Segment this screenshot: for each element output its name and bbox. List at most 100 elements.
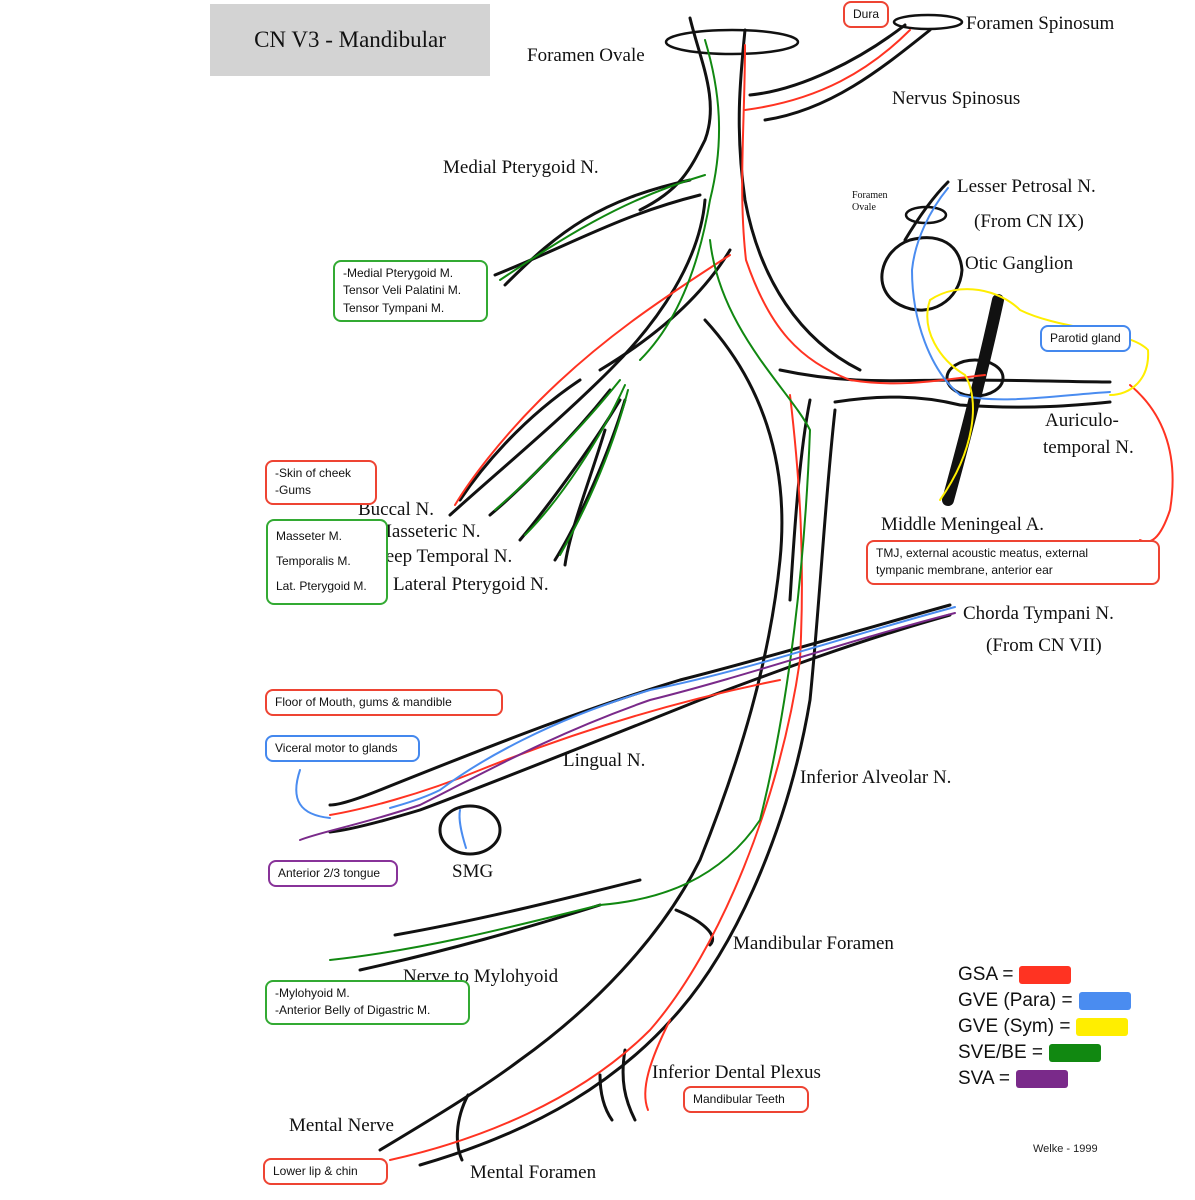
smg-ganglion [438,804,502,856]
box-anterior-tongue: Anterior 2/3 tongue [268,860,398,888]
sva-fibre-chorda [299,612,956,841]
legend-row-gve-para: GVE (Para) = [958,988,1131,1014]
box-medial-pterygoid-targets: -Medial Pterygoid M. Tensor Veli Palatin… [333,260,488,323]
legend: GSA = GVE (Para) = GVE (Sym) = SVE/BE = … [958,962,1131,1092]
otic-ganglion-outline [880,236,964,312]
box-mylohyoid: -Mylohyoid M. -Anterior Belly of Digastr… [265,980,470,1025]
label-inferior-alveolar-n: Inferior Alveolar N. [800,767,952,788]
lateral-pterygoid-edge-2 [563,428,607,567]
gsa-fibre-mylohyoid [644,1019,671,1111]
legend-row-gsa: GSA = [958,962,1131,988]
label-middle-meningeal-a: Middle Meningeal A. [881,514,1045,535]
gve-sym-fibre-2 [926,299,974,501]
anterior-division-edge [448,198,707,517]
box-parotid-gland: Parotid gland [1040,325,1131,353]
diagram-title: CN V3 - Mandibular [210,4,490,76]
dental-plexus-edge-2 [598,1073,614,1122]
mylohyoid-edge [393,878,642,937]
box-muscles: Masseter M. Temporalis M. Lat. Pterygoid… [266,519,388,605]
label-masseteric-n: Masseteric N. [375,521,481,542]
label-medial-pterygoid-n: Medial Pterygoid N. [443,157,599,178]
label-foramen-ovale: Foramen Ovale [527,45,645,66]
label-from-cn-ix: (From CN IX) [974,211,1084,232]
box-mandibular-teeth: Mandibular Teeth [683,1086,809,1114]
sve-fibre-deep-temporal [524,384,626,536]
legend-label-sve-be: SVE/BE = [958,1042,1044,1063]
medial-pterygoid-branch-edge-2 [493,193,702,277]
gve-para-fibre-chorda [389,606,956,809]
gsa-fibre-spinosus [744,29,911,111]
posterior-division-edge [378,318,784,1152]
box-lower-lip: Lower lip & chin [263,1158,388,1186]
label-inferior-dental-plexus: Inferior Dental Plexus [652,1062,821,1083]
label-chorda-tympani-n: Chorda Tympani N. [963,603,1114,624]
main-trunk-left-edge [638,16,712,212]
label-mental-foramen: Mental Foramen [470,1162,597,1183]
legend-row-sve-be: SVE/BE = [958,1040,1131,1066]
gve-para-fibre-visceral [295,769,331,819]
mental-foramen-mark [455,1093,470,1162]
main-trunk-right-edge [737,28,862,372]
sve-fibre-mylohyoid [329,239,811,961]
gve-para-fibre-lesser-petrosal [911,187,1111,401]
legend-row-gve-sym: GVE (Sym) = [958,1014,1131,1040]
box-skin-cheek: -Skin of cheek -Gums [265,460,377,505]
deep-temporal-edge [518,398,622,542]
label-auriculo: Auriculo- [1045,410,1119,431]
label-foramen-ovale-small: Foramen Ovale [852,190,888,213]
legend-label-gve-sym: GVE (Sym) = [958,1016,1071,1037]
auriculotemporal-edge [778,368,1112,384]
legend-swatch-gsa [1019,966,1072,984]
sve-fibre-main [639,39,721,361]
label-mental-nerve: Mental Nerve [289,1115,394,1136]
buccal-edge [458,378,582,502]
middle-meningeal-artery [942,294,1004,506]
lingual-edge-2 [328,613,952,834]
medial-pterygoid-branch-edge [503,178,692,287]
box-dura: Dura [843,1,890,29]
label-lesser-petrosal-n: Lesser Petrosal N. [957,176,1096,197]
foramen-spinosum-ring [892,13,964,31]
mylohyoid-edge-2 [358,903,602,972]
sve-fibre-medial-pterygoid [499,174,706,281]
masseteric-edge [488,388,612,517]
label-lateral-pterygoid-n: Lateral Pterygoid N. [393,574,549,595]
nervus-spinosus-edge-2 [763,28,932,122]
label-foramen-spinosum: Foramen Spinosum [966,13,1115,34]
dental-plexus-edge [621,1048,637,1122]
sve-fibre-masseteric [494,379,621,511]
nervus-spinosus-edge [748,23,907,97]
credit: Welke - 1999 [1033,1143,1098,1155]
box-floor-mouth: Floor of Mouth, gums & mandible [265,689,503,717]
legend-swatch-sve-be [1049,1044,1102,1062]
legend-label-gve-para: GVE (Para) = [958,990,1073,1011]
gsa-fibre-tmj [1129,384,1174,543]
mandibular-foramen-mark [674,908,715,947]
label-lingual-n: Lingual N. [563,750,646,771]
label-otic-ganglion: Otic Ganglion [965,253,1074,274]
legend-label-sva: SVA = [958,1068,1010,1089]
gsa-fibre-buccal [454,254,731,506]
legend-label-gsa: GSA = [958,964,1014,985]
label-smg: SMG [452,861,494,882]
gve-para-fibre-smg [458,809,467,849]
gsa-fibre-lingual [329,679,781,816]
legend-swatch-gve-para [1078,992,1131,1010]
gsa-fibre-inferior-alveolar [389,394,803,1161]
legend-swatch-gve-sym [1076,1018,1129,1036]
label-deep-temporal-n: Deep Temporal N. [372,546,513,567]
label-temporal-n: temporal N. [1043,437,1134,458]
inferior-alveolar-edge [418,408,837,1167]
legend-swatch-sva [1015,1070,1068,1088]
foramen-ovale-ring [664,28,800,56]
legend-row-sva: SVA = [958,1066,1131,1092]
label-mandibular-foramen: Mandibular Foramen [733,933,894,954]
box-tmj: TMJ, external acoustic meatus, external … [866,540,1160,585]
gsa-fibre-main [741,44,986,385]
label-nervus-spinosus: Nervus Spinosus [892,88,1021,109]
label-from-cn-vii: (From CN VII) [986,635,1102,656]
auriculotemporal-edge-2 [833,395,1112,409]
sve-fibre-lateral-pterygoid [559,389,629,556]
